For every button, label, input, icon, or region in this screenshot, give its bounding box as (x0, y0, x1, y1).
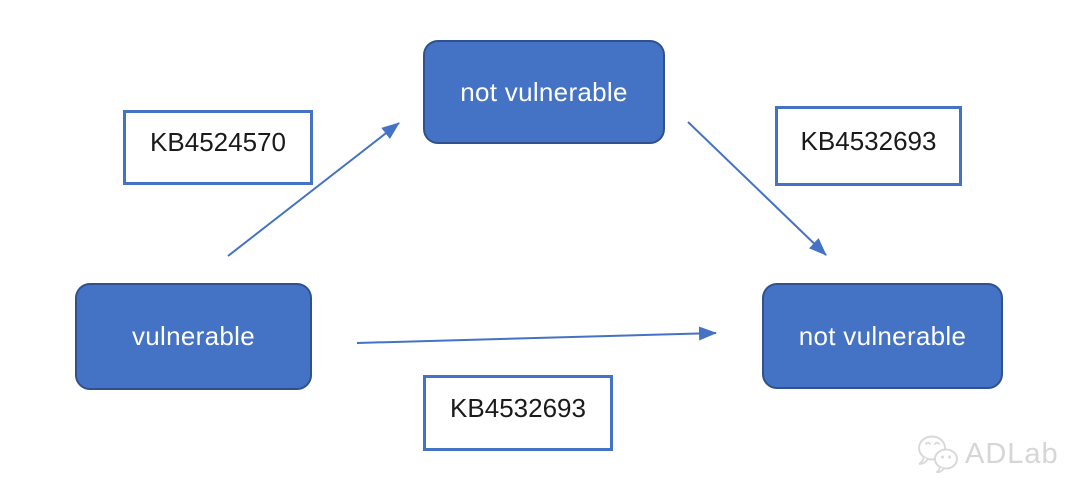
arrow-vulnerable-to-not-vulnerable-right (356, 326, 717, 344)
edge-label-kb4524570: KB4524570 (123, 110, 313, 185)
node-not-vulnerable-right-label: not vulnerable (798, 320, 967, 351)
node-vulnerable-label: vulnerable (132, 321, 255, 351)
node-not-vulnerable-top-label: not vulnerable (460, 76, 628, 107)
edge-label-kb4532693-bottom: KB4532693 (423, 375, 613, 451)
edge-label-kb4532693-bottom-text: KB4532693 (450, 392, 586, 423)
watermark-text: ADLab (965, 437, 1059, 470)
edge-label-kb4532693-top-text: KB4532693 (800, 125, 937, 156)
node-vulnerable: vulnerable (75, 283, 312, 390)
wechat-icon (918, 435, 958, 474)
node-not-vulnerable-top: not vulnerable (423, 40, 665, 144)
watermark: ADLab (916, 434, 1059, 474)
edge-label-kb4532693-top: KB4532693 (775, 106, 962, 186)
node-not-vulnerable-right: not vulnerable (762, 283, 1003, 389)
edge-label-kb4524570-text: KB4524570 (150, 127, 286, 157)
